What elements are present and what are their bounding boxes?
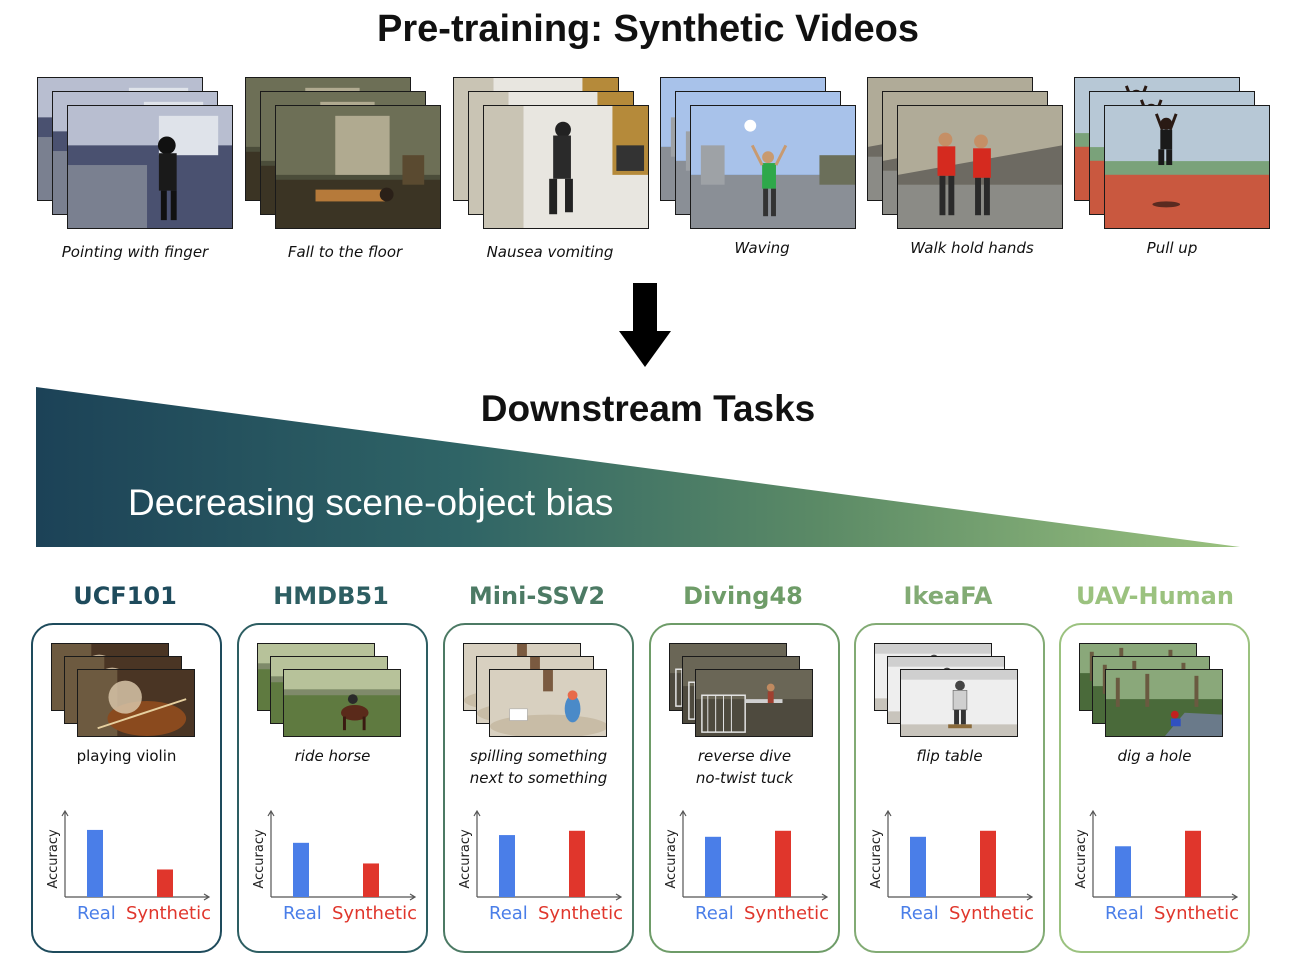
- clip-caption: Pull up: [1146, 239, 1198, 257]
- y-axis-label: Accuracy: [252, 829, 267, 889]
- synthetic-accuracy-bar: [157, 869, 173, 897]
- dataset-name: HMDB51: [273, 582, 389, 610]
- y-axis-label: Accuracy: [46, 829, 61, 889]
- task-label: flip table: [916, 747, 983, 765]
- bias-label: Decreasing scene-object bias: [128, 482, 614, 523]
- y-axis: [884, 809, 892, 897]
- y-axis-label: Accuracy: [1074, 829, 1089, 889]
- down-arrow-icon: [619, 283, 671, 367]
- video-frame: [283, 669, 401, 737]
- accuracy-bar-chart: Accuracy: [664, 809, 829, 901]
- x-axis: [1093, 893, 1239, 901]
- accuracy-bar-chart: Accuracy: [252, 809, 417, 901]
- synthetic-accuracy-bar: [363, 863, 379, 897]
- legend-synthetic: Synthetic: [744, 903, 829, 924]
- y-axis: [1089, 809, 1097, 897]
- real-accuracy-bar: [910, 836, 926, 897]
- x-axis: [888, 893, 1034, 901]
- task-label: next to something: [469, 769, 608, 787]
- pretraining-title: Pre-training: Synthetic Videos: [377, 8, 919, 50]
- synthetic-accuracy-bar: [1185, 830, 1201, 897]
- legend-real: Real: [77, 903, 116, 924]
- real-accuracy-bar: [87, 829, 103, 897]
- y-axis-label: Accuracy: [869, 829, 884, 889]
- bias-gradient-wedge: [36, 387, 1240, 547]
- legend-synthetic: Synthetic: [332, 903, 417, 924]
- dataset-name: IkeaFA: [903, 582, 993, 610]
- real-accuracy-bar: [499, 835, 515, 897]
- synthetic-clip: [1074, 77, 1270, 229]
- synthetic-accuracy-bar: [775, 830, 791, 897]
- video-frame: [275, 105, 441, 229]
- task-label: dig a hole: [1117, 747, 1192, 765]
- x-axis: [683, 893, 829, 901]
- legend-real: Real: [1105, 903, 1144, 924]
- dataset-name: UCF101: [73, 582, 177, 610]
- video-frame: [900, 669, 1018, 737]
- video-frame: [67, 105, 233, 229]
- clip-caption: Pointing with finger: [61, 243, 209, 261]
- synthetic-clip: [867, 77, 1063, 229]
- synthetic-clip: [245, 77, 441, 229]
- x-axis: [65, 893, 211, 901]
- legend-real: Real: [695, 903, 734, 924]
- task-label: spilling something: [469, 747, 608, 765]
- accuracy-bar-chart: Accuracy: [458, 809, 623, 901]
- video-frame: [690, 105, 856, 229]
- y-axis-label: Accuracy: [664, 829, 679, 889]
- synthetic-clip: [660, 77, 856, 229]
- synthetic-accuracy-bar: [980, 830, 996, 897]
- y-axis: [473, 809, 481, 897]
- downstream-title: Downstream Tasks: [480, 388, 816, 429]
- legend-real: Real: [900, 903, 939, 924]
- legend-real: Real: [489, 903, 528, 924]
- y-axis: [679, 809, 687, 897]
- accuracy-bar-chart: Accuracy: [869, 809, 1034, 901]
- video-frame: [77, 669, 195, 737]
- real-accuracy-bar: [1115, 846, 1131, 897]
- synthetic-accuracy-bar: [569, 830, 585, 897]
- task-label: no-twist tuck: [695, 769, 794, 787]
- accuracy-bar-chart: Accuracy: [1074, 809, 1239, 901]
- y-axis: [61, 809, 69, 897]
- video-frame: [489, 669, 607, 737]
- synthetic-clip: [453, 77, 649, 229]
- task-label: playing violin: [76, 747, 177, 765]
- video-frame: [897, 105, 1063, 229]
- task-label: ride horse: [294, 747, 371, 765]
- x-axis: [477, 893, 623, 901]
- clip-caption: Waving: [734, 239, 790, 257]
- accuracy-bar-chart: Accuracy: [46, 809, 211, 901]
- x-axis: [271, 893, 417, 901]
- real-accuracy-bar: [705, 836, 721, 897]
- y-axis: [267, 809, 275, 897]
- legend-synthetic: Synthetic: [538, 903, 623, 924]
- video-frame: [483, 105, 649, 229]
- clip-caption: Fall to the floor: [287, 243, 403, 261]
- y-axis-label: Accuracy: [458, 829, 473, 889]
- legend-synthetic: Synthetic: [949, 903, 1034, 924]
- video-frame: [695, 669, 813, 737]
- video-frame: [1105, 669, 1223, 737]
- legend-real: Real: [283, 903, 322, 924]
- real-accuracy-bar: [293, 842, 309, 897]
- dataset-name: Mini-SSV2: [468, 582, 606, 610]
- dataset-name: UAV-Human: [1076, 582, 1234, 610]
- synthetic-clip: [37, 77, 233, 229]
- video-frame: [1104, 105, 1270, 229]
- legend-synthetic: Synthetic: [1154, 903, 1239, 924]
- task-label: reverse dive: [697, 747, 792, 765]
- legend-synthetic: Synthetic: [126, 903, 211, 924]
- clip-caption: Nausea vomiting: [486, 243, 614, 261]
- clip-caption: Walk hold hands: [910, 239, 1034, 257]
- dataset-name: Diving48: [683, 582, 803, 610]
